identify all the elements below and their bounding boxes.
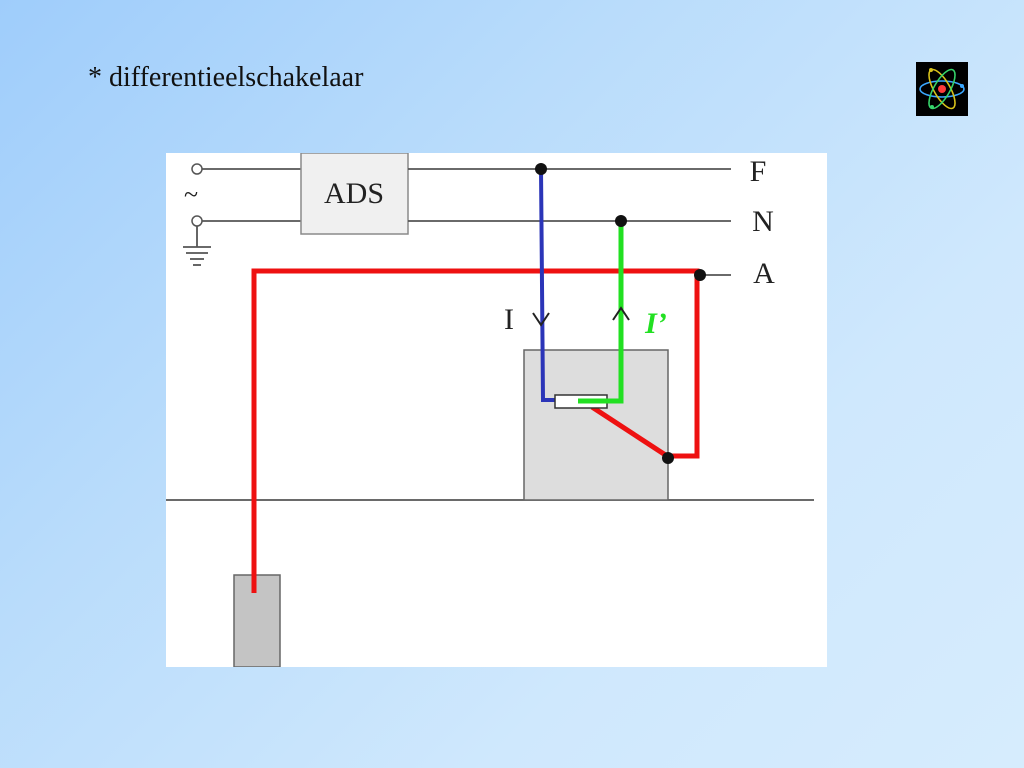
ac-symbol: ~	[184, 180, 198, 209]
junction-neutral	[615, 215, 627, 227]
current-out-label: I’	[644, 307, 667, 340]
slide-title: * differentieelschakelaar	[88, 62, 364, 93]
earth-wire-internal	[590, 404, 669, 459]
ads-box	[300, 153, 409, 235]
ads-label: ADS	[324, 177, 384, 210]
atom-icon	[916, 62, 968, 116]
junction-appliance	[662, 452, 674, 464]
ground-symbol	[183, 226, 211, 266]
junction-phase	[535, 163, 547, 175]
current-in-label: I	[504, 303, 514, 336]
junction-earth	[694, 269, 706, 281]
neutral-wire	[578, 221, 624, 404]
label-n: N	[752, 205, 774, 238]
arrow-up-icon	[612, 306, 630, 321]
label-f: F	[750, 155, 767, 188]
appliance-box	[523, 349, 669, 501]
terminal-top	[191, 163, 203, 175]
terminal-bottom	[191, 215, 203, 227]
earth-electrode	[233, 574, 281, 667]
label-a: A	[753, 257, 775, 290]
arrow-down-icon	[532, 312, 550, 327]
circuit-diagram: ~ ADS F N A	[166, 153, 827, 667]
